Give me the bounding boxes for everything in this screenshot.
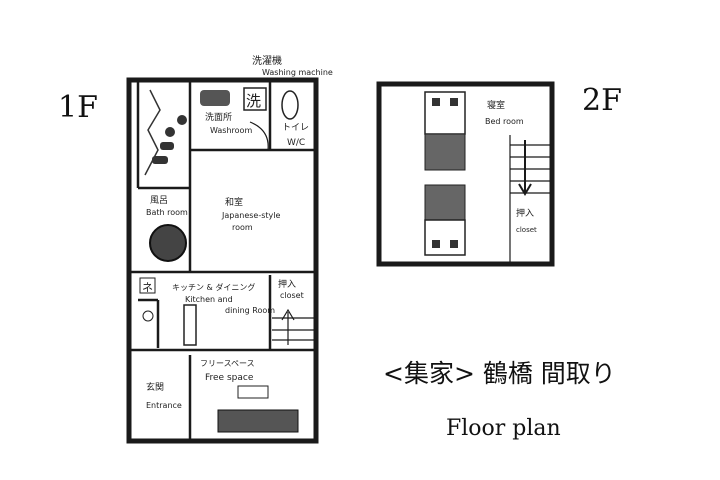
stove-box: [139, 277, 156, 294]
closet-2f-en: closet: [516, 226, 537, 234]
japanese-room-en2: room: [232, 223, 253, 232]
washing-machine-jp: 洗濯機: [252, 54, 282, 67]
bath-en: Bath room: [146, 208, 188, 217]
toilet-icon: [281, 90, 299, 120]
kitchen-jp: キッチン & ダイニング: [172, 282, 255, 292]
floor2-outer-wall: [376, 81, 555, 267]
washing-machine-en: Washing machine: [262, 68, 333, 77]
floor1-plan: 洗 洗濯機 Washing machine 洗面所 Washroom トイレ W…: [126, 54, 333, 444]
bedroom-jp: 寝室: [487, 99, 505, 111]
floor2-label: 2F: [582, 83, 622, 118]
table: [237, 385, 269, 399]
sink: [200, 90, 230, 106]
washing-symbol: 洗: [246, 92, 261, 110]
title-english: Floor plan: [446, 416, 561, 441]
floor1-inner-walls: [129, 80, 316, 441]
free-space-jp: フリースペース: [200, 359, 255, 368]
counter: [183, 304, 197, 346]
japanese-room-jp: 和室: [225, 196, 243, 208]
bathtub: [149, 224, 187, 262]
futon-top: [424, 91, 466, 171]
washroom-jp: 洗面所: [205, 111, 232, 123]
stove-symbol: ネ: [142, 281, 153, 294]
futon-bottom: [424, 184, 466, 256]
floor2-plan: 寝室 Bed room 押入 closet: [376, 81, 555, 267]
kitchen-en1: Kitchen and: [185, 295, 233, 304]
entrance-jp: 玄関: [146, 381, 164, 393]
japanese-room-en1: Japanese-style: [221, 211, 280, 220]
sofa: [217, 409, 299, 433]
washroom-door: [249, 121, 269, 151]
bedroom-en: Bed room: [485, 117, 524, 126]
entrance-en: Entrance: [146, 401, 182, 410]
closet-1f-en: closet: [280, 291, 304, 300]
stairs-1f: [272, 308, 316, 345]
bath-jp: 風呂: [150, 195, 168, 206]
floor1-label: 1F: [58, 90, 98, 125]
washroom-en: Washroom: [210, 126, 252, 135]
closet-2f-jp: 押入: [516, 207, 534, 219]
toilet-jp: トイレ: [282, 123, 309, 133]
garden-stones: [144, 89, 187, 176]
toilet-en: W/C: [287, 138, 305, 148]
burner-icon: [142, 310, 154, 322]
closet-1f-jp: 押入: [278, 278, 296, 290]
stairs-2f: [509, 135, 552, 262]
free-space-en: Free space: [205, 373, 254, 383]
floor1-outer-wall: [126, 77, 319, 444]
washing-machine: [243, 87, 267, 111]
kitchen-en2: dining Room: [225, 306, 275, 315]
title-japanese: <集家> 鶴橋 間取り: [383, 359, 616, 388]
